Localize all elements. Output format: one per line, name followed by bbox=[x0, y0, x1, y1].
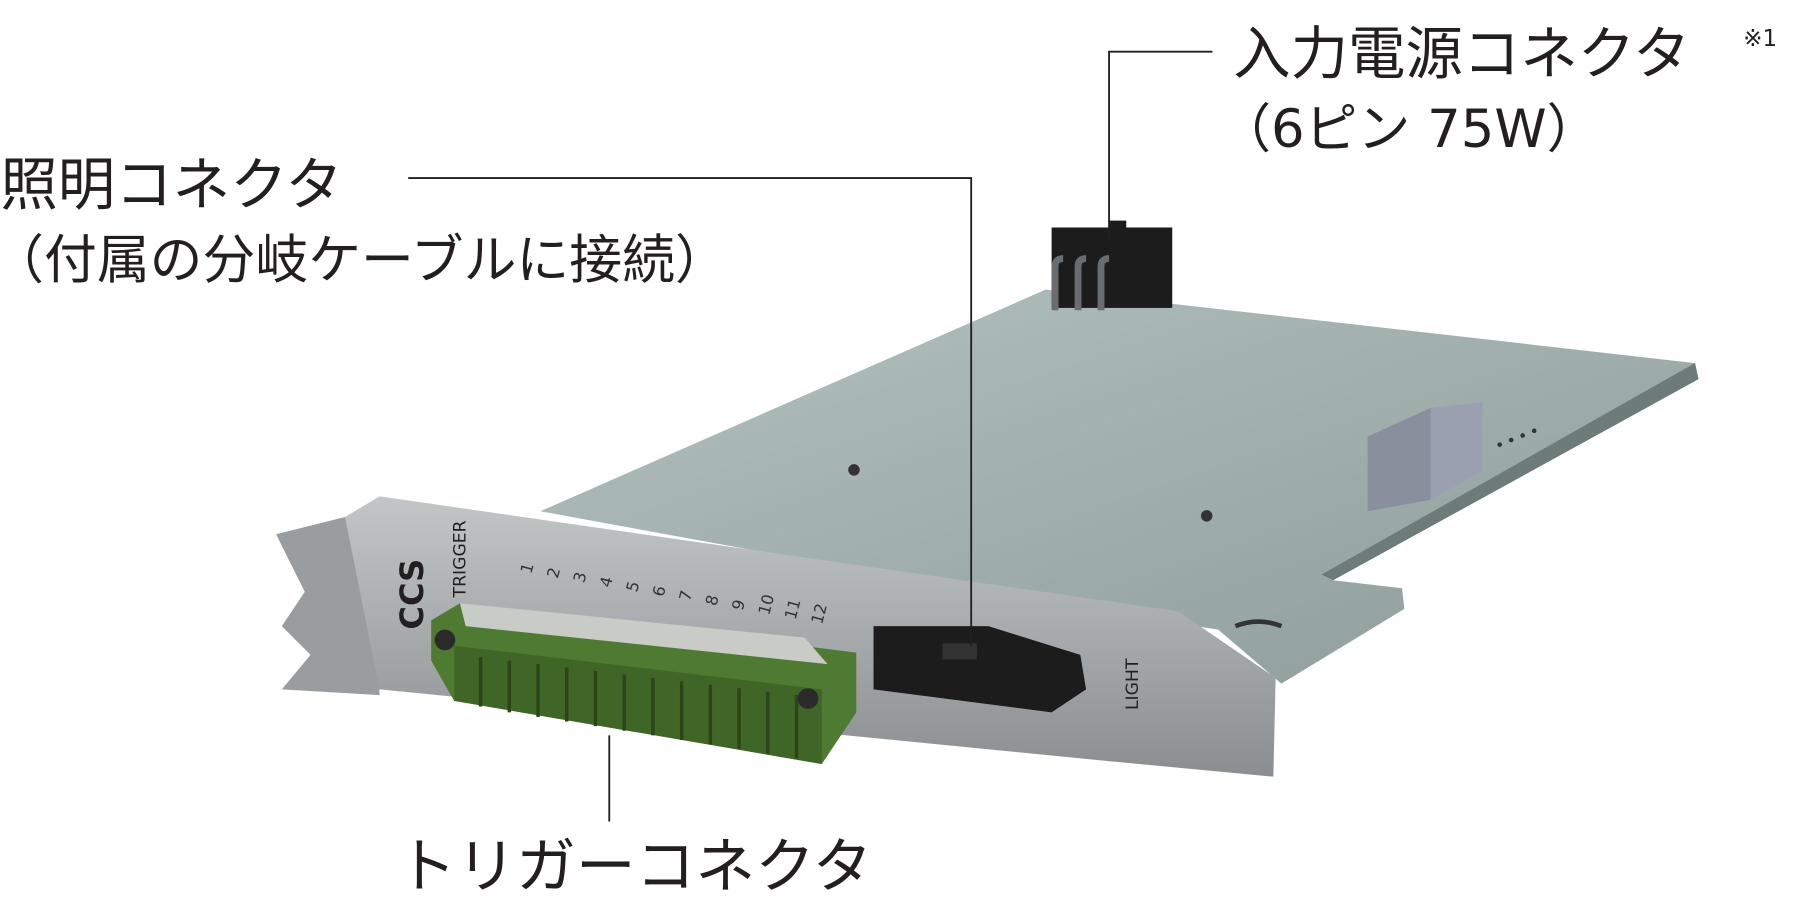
pin-number: 6 bbox=[649, 584, 670, 599]
trigger-label: TRIGGER bbox=[451, 520, 471, 598]
light-connector bbox=[873, 626, 1087, 713]
pin-number: 4 bbox=[596, 574, 617, 589]
pin-number: 1 bbox=[517, 561, 538, 576]
trigger-connector bbox=[431, 603, 857, 765]
pin-number: 10 bbox=[754, 592, 778, 617]
pin-number: 3 bbox=[570, 570, 591, 585]
light-callout-line bbox=[408, 177, 973, 646]
power-connector bbox=[1051, 220, 1173, 311]
light-connector-subtitle: （付属の分岐ケーブルに接続） bbox=[0, 230, 728, 291]
pin-number-labels: 1 2 3 4 5 6 7 8 9 10 11 12 bbox=[517, 561, 831, 626]
pin-number: 9 bbox=[728, 597, 749, 612]
pin-number: 12 bbox=[807, 601, 831, 626]
pin-number: 7 bbox=[675, 588, 696, 603]
power-connector-note: ※1 bbox=[1743, 26, 1777, 52]
pin-number: 5 bbox=[622, 579, 643, 594]
power-callout-line bbox=[1108, 50, 1213, 242]
brand-logo: CCS bbox=[393, 559, 431, 630]
power-connector-title: 入力電源コネクタ bbox=[1233, 21, 1690, 88]
pin-number: 2 bbox=[543, 565, 564, 580]
trigger-connector-title: トリガーコネクタ bbox=[397, 833, 872, 902]
pcb-board bbox=[540, 289, 1699, 684]
pin-header bbox=[1367, 402, 1483, 512]
power-connector-subtitle: （6ピン 75W） bbox=[1218, 99, 1599, 160]
light-label: LIGHT bbox=[1123, 658, 1143, 710]
light-connector-title: 照明コネクタ bbox=[0, 152, 342, 219]
pin-number: 8 bbox=[702, 593, 723, 608]
pin-number: 11 bbox=[781, 597, 805, 622]
callout-lines bbox=[408, 50, 1213, 822]
